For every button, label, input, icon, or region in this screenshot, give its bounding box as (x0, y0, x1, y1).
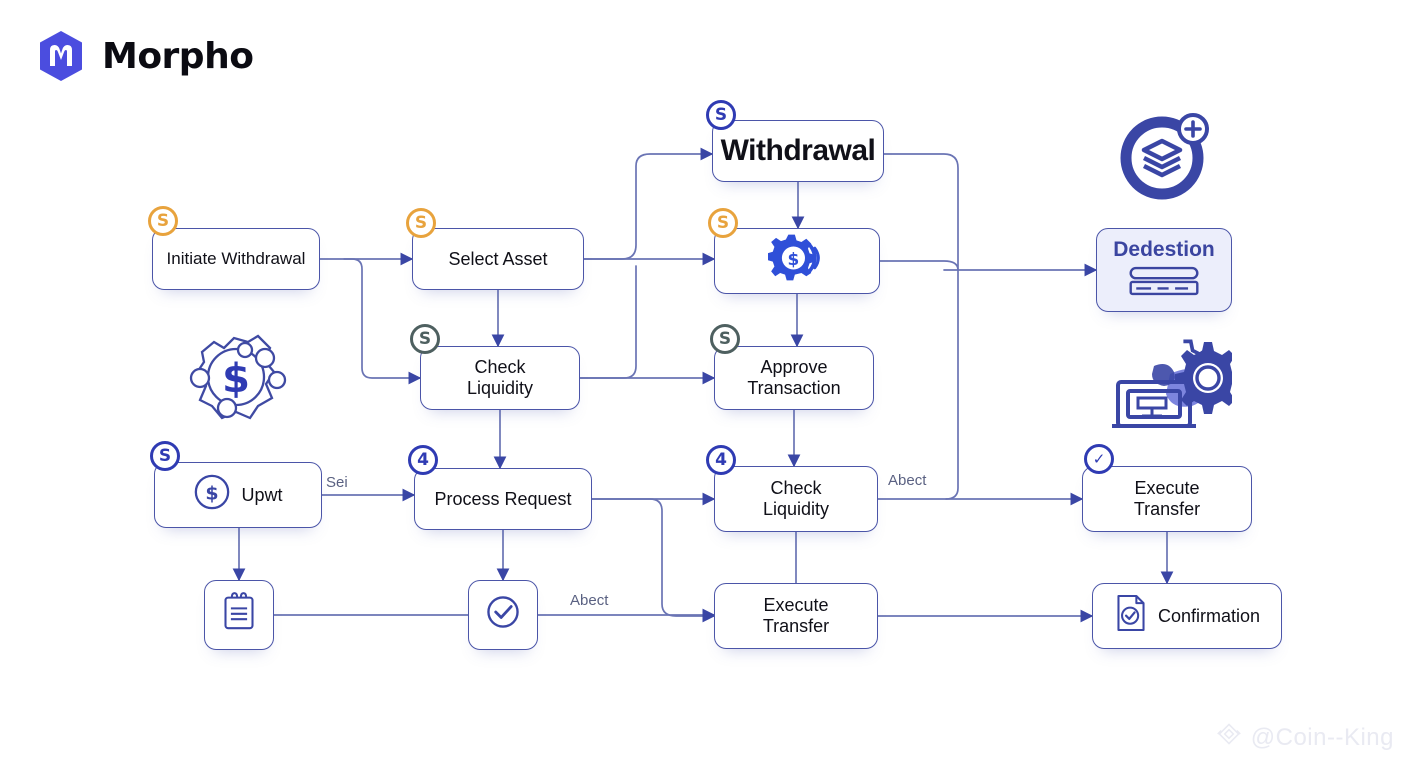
gear-dollar-icon: $ (767, 234, 826, 288)
dollar-network-icon: $ (178, 322, 298, 432)
edge-label-abect-bottom: Abect (570, 592, 609, 609)
node-select-asset[interactable]: Select Asset (412, 228, 584, 290)
edge-select-to-withdrawal (583, 147, 714, 260)
node-upwt[interactable]: $ Upwt (154, 462, 322, 528)
node-label: Confirmation (1157, 605, 1261, 626)
badge-dollar-gray: S (410, 324, 440, 354)
node-label: Select Asset (448, 248, 548, 269)
node-dedestion[interactable]: Dedestion (1096, 228, 1232, 312)
edge-trunk-down (945, 269, 959, 500)
badge-check-circle: ✓ (1084, 444, 1114, 474)
document-check-icon (1114, 593, 1148, 639)
node-process-request[interactable]: Process Request (414, 468, 592, 530)
svg-text:$: $ (222, 356, 250, 402)
node-check-step[interactable] (468, 580, 538, 650)
watermark: @Coin--King (1216, 721, 1394, 754)
node-withdrawal[interactable]: Withdrawal (712, 120, 884, 182)
node-label: Process Request (434, 488, 572, 509)
node-fee-gear[interactable]: $ (714, 228, 880, 294)
node-check-liquidity-1[interactable]: Check Liquidity (420, 346, 580, 410)
badge-step-4: 4 (706, 445, 736, 475)
node-label: Dedestion (1113, 238, 1215, 262)
node-execute-transfer-1[interactable]: Execute Transfer (1082, 466, 1252, 532)
edge-feegear-to-trunk (879, 260, 959, 271)
edge-process-to-execute2 (591, 498, 716, 623)
edge-checkliquidity-up (579, 265, 637, 379)
edge-initiate-to-checkliquidity (343, 258, 422, 385)
node-check-liquidity-2[interactable]: Check Liquidity (714, 466, 878, 532)
node-label: Execute Transfer (762, 595, 830, 636)
badge-dollar-orange: S (148, 206, 178, 236)
layers-plus-icon (1118, 108, 1210, 200)
node-initiate-withdrawal[interactable]: Initiate Withdrawal (152, 228, 320, 290)
morpho-hexagon-logo (36, 30, 86, 82)
brand-logo: Morpho (36, 30, 254, 82)
edge-label-sei: Sei (326, 474, 348, 491)
node-label: Execute Transfer (1133, 478, 1201, 519)
node-label: Withdrawal (720, 133, 876, 167)
badge-dollar-orange: S (406, 208, 436, 238)
edge-withdrawal-to-trunk (883, 153, 959, 271)
node-confirmation[interactable]: Confirmation (1092, 583, 1282, 649)
svg-text:$: $ (788, 249, 800, 269)
node-label: Initiate Withdrawal (166, 249, 306, 269)
check-circle-icon (483, 592, 523, 638)
clipboard-icon (221, 592, 257, 638)
dollar-circle-icon: $ (193, 473, 231, 517)
node-execute-transfer-2[interactable]: Execute Transfer (714, 583, 878, 649)
node-label: Check Liquidity (762, 478, 830, 519)
badge-dollar-gray: S (710, 324, 740, 354)
badge-step-4: 4 (408, 445, 438, 475)
card-icon (1127, 266, 1201, 302)
edge-label-abect-top: Abect (888, 472, 927, 489)
node-label: Approve Transaction (747, 357, 841, 398)
watermark-text: @Coin--King (1250, 723, 1394, 751)
node-label: Check Liquidity (466, 357, 534, 398)
node-clipboard-step[interactable] (204, 580, 274, 650)
monitor-gear-icon (1108, 336, 1241, 436)
diamond-logo-icon (1216, 721, 1242, 754)
badge-dollar-blue: S (150, 441, 180, 471)
node-label: Upwt (241, 484, 283, 505)
node-approve-transaction[interactable]: Approve Transaction (714, 346, 874, 410)
brand-name: Morpho (102, 35, 254, 77)
badge-dollar-orange: S (708, 208, 738, 238)
svg-text:$: $ (206, 483, 219, 505)
badge-dollar-blue: S (706, 100, 736, 130)
